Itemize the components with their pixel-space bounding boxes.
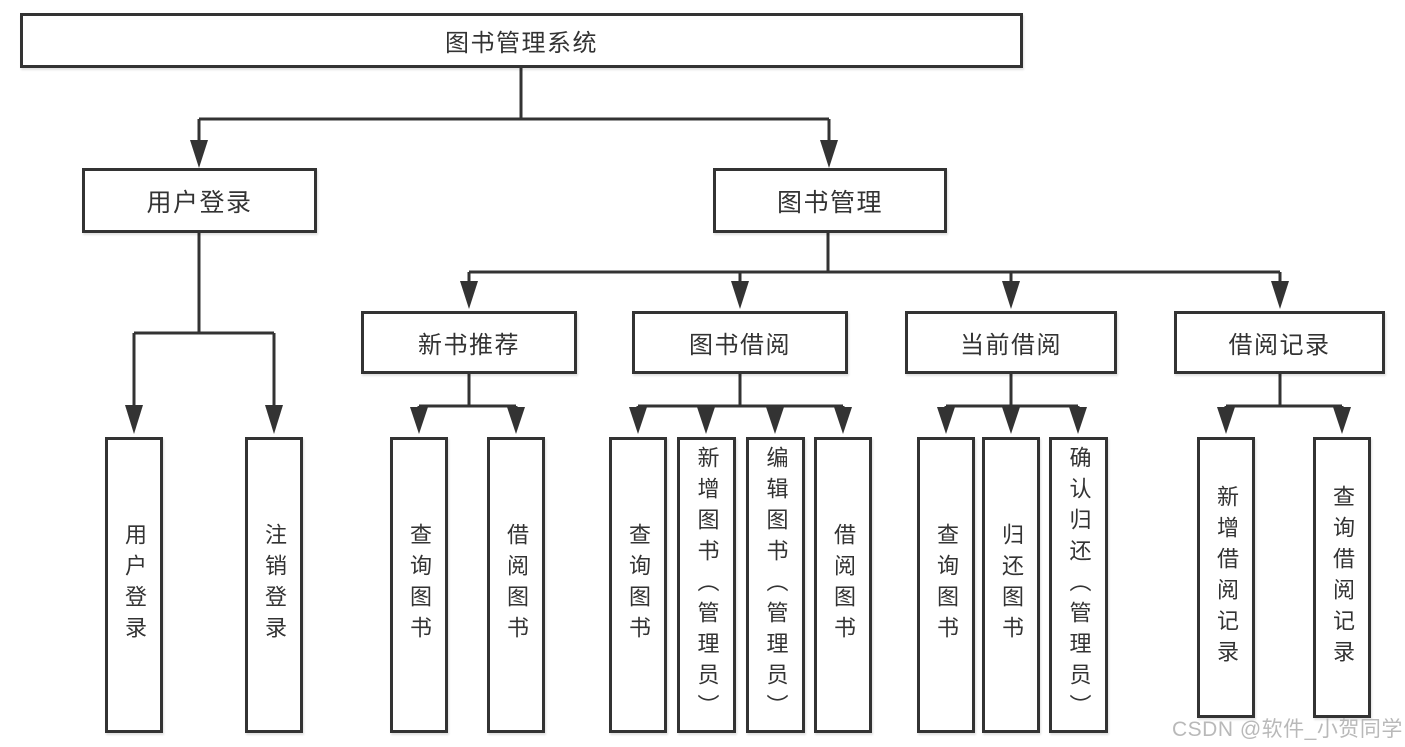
leaf-query-borrow-record-label: 查询借阅记录 xyxy=(1330,484,1355,671)
node-borrowing-records: 借阅记录 xyxy=(1174,311,1385,374)
arrowhead xyxy=(731,281,749,309)
node-current-borrowing-label: 当前借阅 xyxy=(960,332,1062,359)
arrowhead xyxy=(125,405,143,434)
arrowhead xyxy=(507,407,525,434)
leaf-user-login-label: 用户登录 xyxy=(122,523,147,647)
arrowhead xyxy=(629,407,647,434)
node-book-borrowing-label: 图书借阅 xyxy=(689,332,791,359)
arrowhead xyxy=(1333,407,1351,434)
leaf-logout: 注销登录 xyxy=(245,437,303,733)
arrowhead xyxy=(265,405,283,434)
leaf-return-book: 归还图书 xyxy=(982,437,1040,733)
leaf-borrow-books-borrowing: 借阅图书 xyxy=(814,437,872,733)
connector-new-book-recommendation-children xyxy=(410,374,525,434)
node-root: 图书管理系统 xyxy=(20,13,1023,68)
connector-book-borrowing-children xyxy=(629,374,852,434)
leaf-query-books-current: 查询图书 xyxy=(917,437,975,733)
watermark: CSDN @软件_小贺同学 xyxy=(1172,718,1403,741)
node-book-borrowing: 图书借阅 xyxy=(632,311,848,374)
leaf-add-book-admin-label: 新增图书（管理员） xyxy=(694,445,720,725)
arrowhead xyxy=(834,407,852,434)
arrowhead xyxy=(1069,407,1087,434)
leaf-add-borrow-record-label: 新增借阅记录 xyxy=(1214,484,1239,671)
node-user-login: 用户登录 xyxy=(82,168,317,233)
leaf-query-books-borrowing: 查询图书 xyxy=(609,437,667,733)
arrowhead xyxy=(697,407,715,434)
leaf-confirm-return-admin: 确认归还（管理员） xyxy=(1049,437,1108,733)
connector-book-management-children xyxy=(460,233,1289,309)
node-book-management: 图书管理 xyxy=(713,168,947,233)
leaf-add-borrow-record: 新增借阅记录 xyxy=(1197,437,1255,718)
arrowhead xyxy=(1217,407,1235,434)
connector-root-to-level1 xyxy=(190,68,838,168)
connector-user-login-children xyxy=(125,233,283,434)
connector-current-borrowing-children xyxy=(937,374,1087,434)
arrowhead xyxy=(1271,281,1289,309)
leaf-borrow-books-borrowing-label: 借阅图书 xyxy=(831,523,856,647)
leaf-user-login: 用户登录 xyxy=(105,437,163,733)
node-root-label: 图书管理系统 xyxy=(445,30,598,57)
leaf-edit-book-admin-label: 编辑图书（管理员） xyxy=(763,445,789,725)
leaf-borrow-books-recommend: 借阅图书 xyxy=(487,437,545,733)
node-new-book-recommendation: 新书推荐 xyxy=(361,311,577,374)
leaf-add-book-admin: 新增图书（管理员） xyxy=(677,437,736,733)
arrowhead xyxy=(1002,281,1020,309)
arrowhead xyxy=(1002,407,1020,434)
arrowhead xyxy=(766,407,784,434)
node-current-borrowing: 当前借阅 xyxy=(905,311,1117,374)
arrowhead xyxy=(410,407,428,434)
leaf-query-books-recommend-label: 查询图书 xyxy=(407,523,432,647)
leaf-query-books-current-label: 查询图书 xyxy=(934,523,959,647)
node-user-login-label: 用户登录 xyxy=(146,188,253,217)
leaf-logout-label: 注销登录 xyxy=(262,523,287,647)
node-new-book-recommendation-label: 新书推荐 xyxy=(418,332,520,359)
arrowhead xyxy=(190,140,208,168)
leaf-borrow-books-recommend-label: 借阅图书 xyxy=(504,523,529,647)
leaf-query-borrow-record: 查询借阅记录 xyxy=(1313,437,1371,718)
leaf-query-books-recommend: 查询图书 xyxy=(390,437,448,733)
arrowhead xyxy=(820,140,838,168)
leaf-query-books-borrowing-label: 查询图书 xyxy=(626,523,651,647)
connector-borrowing-records-children xyxy=(1217,374,1351,434)
arrowhead xyxy=(937,407,955,434)
leaf-confirm-return-admin-label: 确认归还（管理员） xyxy=(1066,445,1092,725)
node-borrowing-records-label: 借阅记录 xyxy=(1228,332,1331,359)
node-book-management-label: 图书管理 xyxy=(776,188,883,217)
leaf-edit-book-admin: 编辑图书（管理员） xyxy=(746,437,805,733)
leaf-return-book-label: 归还图书 xyxy=(999,523,1024,647)
arrowhead xyxy=(460,281,478,309)
